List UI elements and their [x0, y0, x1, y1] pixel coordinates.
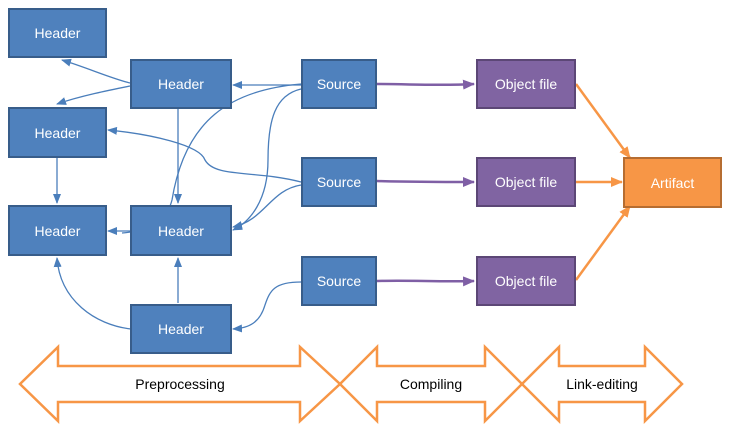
edge-object-1-to-artifact [574, 83, 632, 159]
header-node: Header [8, 107, 107, 158]
source-node: Source [301, 59, 377, 109]
edge-source-3-to-object-3 [376, 276, 475, 287]
stage-arrow-link-editing [520, 343, 684, 425]
header-node: Header [8, 205, 107, 256]
edge-source-2-to-object-2 [376, 176, 475, 187]
object-file-node: Object file [476, 157, 576, 207]
edge-header-a-to-header-b [56, 85, 131, 105]
source-node: Source [301, 157, 377, 207]
object-file-node: Object file [476, 59, 576, 109]
header-node: Header [8, 8, 107, 58]
stage-label-compiling: Compiling [399, 376, 463, 392]
header-node: Header [130, 205, 232, 256]
edge-source-1-to-header-d [232, 88, 302, 231]
edge-header-a-to-header-top [61, 58, 131, 84]
edge-source-2-to-header-b [107, 126, 302, 183]
edge-source-2-to-header-d [232, 184, 302, 229]
artifact-node: Artifact [623, 157, 722, 208]
object-file-node: Object file [476, 256, 576, 306]
stage-label-link-editing: Link-editing [566, 376, 638, 392]
edge-source-3-to-header-bottom [232, 281, 302, 333]
edge-object-3-to-artifact [574, 205, 632, 281]
header-node: Header [130, 304, 232, 354]
stage-label-preprocessing: Preprocessing [135, 376, 225, 392]
edge-source-1-to-object-1 [376, 79, 475, 90]
source-node: Source [301, 256, 377, 306]
header-node: Header [130, 59, 232, 109]
edge-header-bottom-to-header-c [53, 257, 132, 330]
